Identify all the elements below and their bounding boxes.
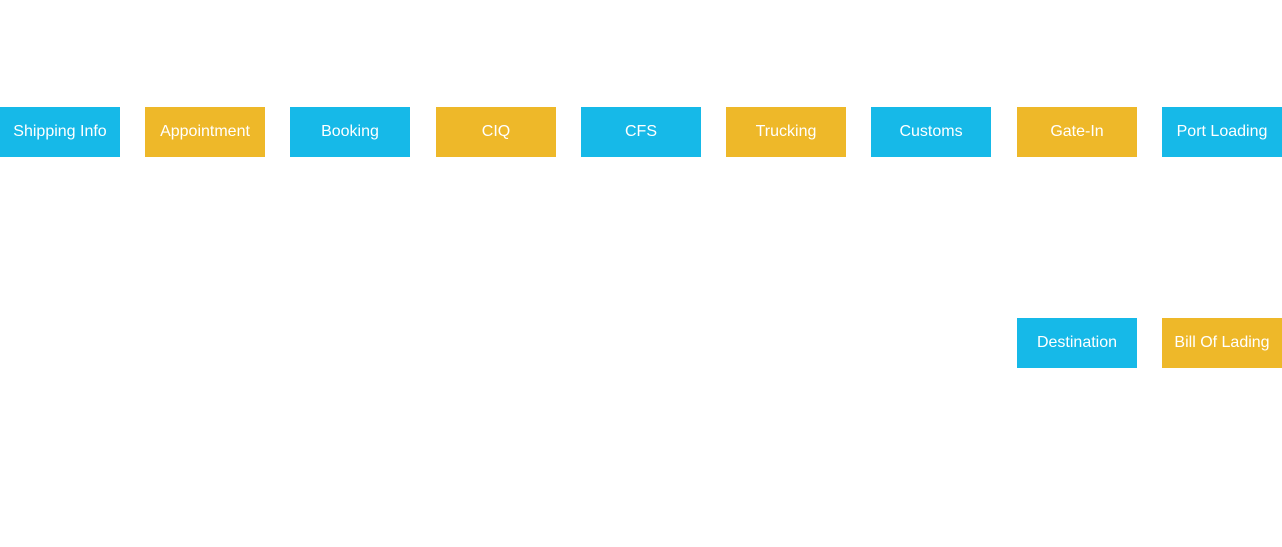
step-bill-of-lading[interactable]: Bill Of Lading bbox=[1162, 318, 1282, 368]
step-label: CIQ bbox=[481, 122, 511, 140]
step-customs[interactable]: Customs bbox=[871, 107, 991, 157]
step-label: Port Loading bbox=[1176, 122, 1268, 140]
step-label: CFS bbox=[625, 122, 657, 140]
step-ciq[interactable]: CIQ bbox=[436, 107, 556, 157]
step-booking[interactable]: Booking bbox=[290, 107, 410, 157]
step-cfs[interactable]: CFS bbox=[581, 107, 701, 157]
step-shipping-info[interactable]: Shipping Info bbox=[0, 107, 120, 157]
step-label: Trucking bbox=[755, 122, 817, 140]
step-appointment[interactable]: Appointment bbox=[145, 107, 265, 157]
step-destination[interactable]: Destination bbox=[1017, 318, 1137, 368]
step-label: Destination bbox=[1036, 333, 1118, 351]
step-label: Booking bbox=[321, 122, 379, 140]
step-label: Shipping Info bbox=[13, 122, 107, 140]
step-label: Bill Of Lading bbox=[1174, 333, 1270, 351]
step-port-loading[interactable]: Port Loading bbox=[1162, 107, 1282, 157]
step-label: Customs bbox=[899, 122, 963, 140]
step-label: Appointment bbox=[160, 122, 250, 140]
step-label: Gate-In bbox=[1050, 122, 1104, 140]
step-gate-in[interactable]: Gate-In bbox=[1017, 107, 1137, 157]
step-trucking[interactable]: Trucking bbox=[726, 107, 846, 157]
